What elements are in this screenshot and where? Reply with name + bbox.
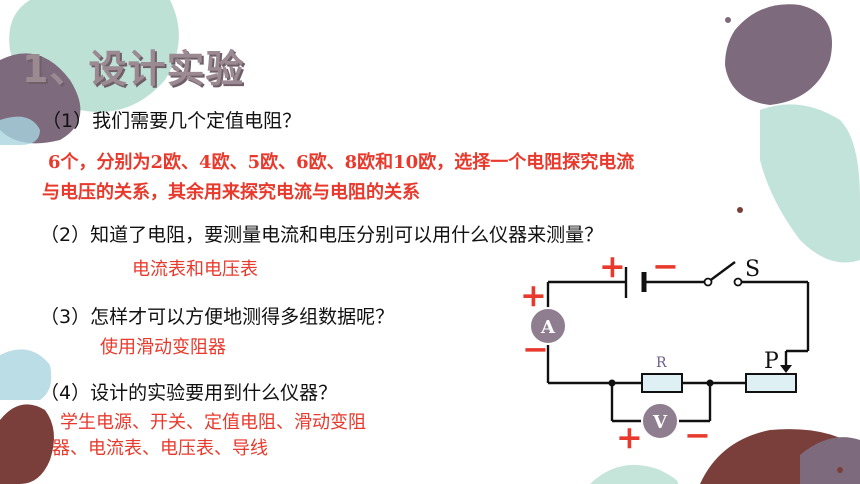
ammeter-minus-sign: − bbox=[522, 330, 549, 368]
voltmeter-minus-sign: − bbox=[684, 416, 711, 454]
switch-label: S bbox=[745, 257, 760, 282]
battery-plus-sign: + bbox=[599, 247, 626, 285]
slider-label: P bbox=[764, 349, 779, 374]
question-2: （2）知道了电阻，要测量电流和电压分别可以用什么仪器来测量？ bbox=[40, 224, 604, 246]
rheostat-symbol bbox=[745, 373, 797, 393]
voltmeter-label: V bbox=[652, 412, 668, 433]
answer-4-line-1: 学生电源、开关、定值电阻、滑动变阻 bbox=[60, 412, 366, 433]
ammeter-plus-sign: + bbox=[520, 276, 547, 314]
answer-1-line-2: 与电压的关系，其余用来探究电流与电阻的关系 bbox=[42, 182, 420, 203]
question-1: （1）我们需要几个定值电阻？ bbox=[42, 110, 302, 132]
battery-minus-sign: − bbox=[652, 247, 679, 285]
resistor-label: R bbox=[656, 355, 667, 371]
question-3: （3）怎样才可以方便地测得多组数据呢？ bbox=[40, 306, 395, 328]
question-4: （4）设计的实验要用到什么仪器？ bbox=[40, 382, 338, 404]
answer-1-line-1: 6个，分别为2欧、4欧、5欧、6欧、8欧和10欧，选择一个电阻探究电流 bbox=[48, 152, 635, 173]
answer-2: 电流表和电压表 bbox=[132, 259, 258, 280]
page-title: 1、设计实验 bbox=[22, 47, 245, 91]
ammeter-symbol bbox=[529, 307, 567, 345]
slider-arrow bbox=[780, 365, 792, 373]
resistor-symbol bbox=[641, 373, 683, 393]
voltmeter-plus-sign: + bbox=[616, 418, 643, 456]
ammeter-label: A bbox=[540, 317, 556, 338]
answer-4-line-2: 器、电流表、电压表、导线 bbox=[52, 438, 268, 459]
answer-3: 使用滑动变阻器 bbox=[100, 337, 226, 358]
voltmeter-symbol bbox=[641, 402, 679, 440]
